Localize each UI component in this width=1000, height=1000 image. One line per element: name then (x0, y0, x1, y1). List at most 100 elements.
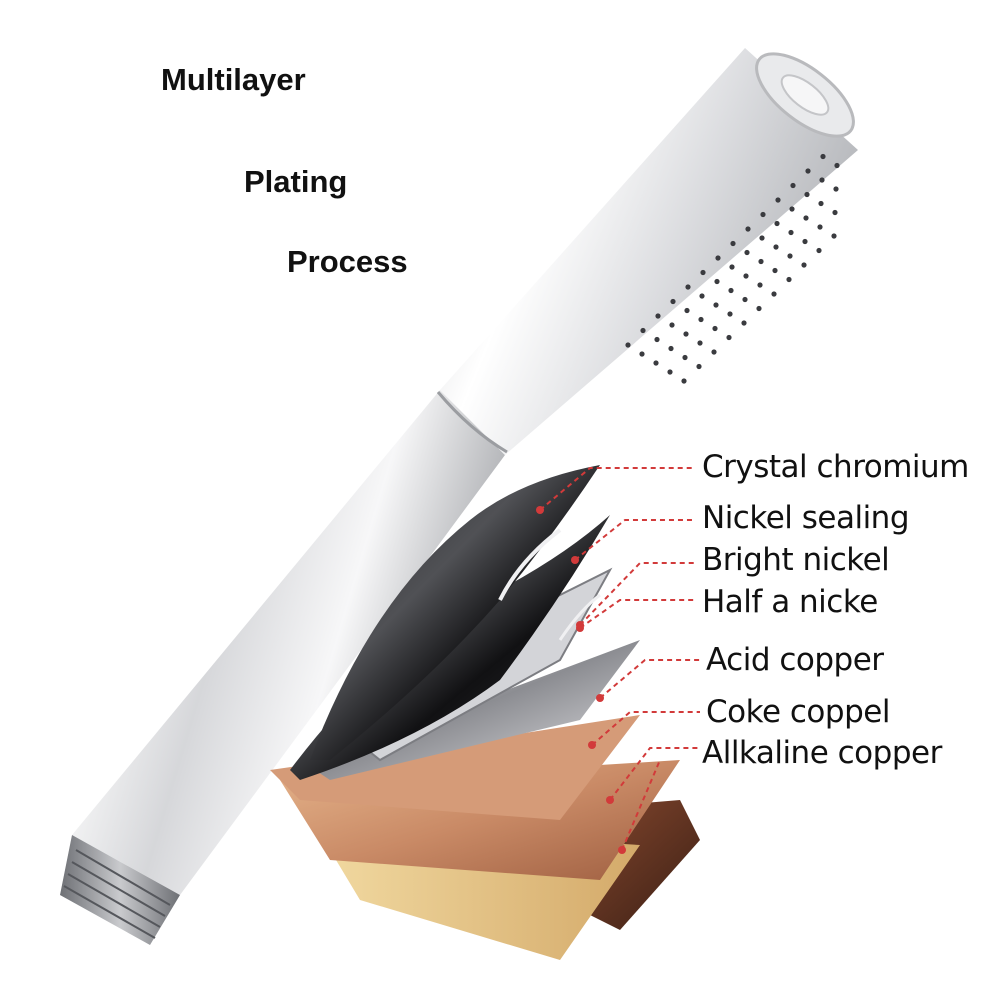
spray-hole (727, 311, 733, 317)
layer-label-bright-nickel: Bright nickel (702, 542, 890, 578)
spray-hole (713, 302, 719, 308)
title-line-1: Multilayer (161, 62, 306, 97)
spray-hole (654, 336, 660, 343)
spray-hole (833, 186, 839, 192)
leader-dot (536, 506, 544, 514)
spray-hole (802, 238, 808, 245)
handle-lower (72, 390, 505, 895)
spray-hole (683, 331, 689, 337)
layer-sheet-copper-1 (270, 715, 640, 820)
spray-hole (743, 273, 749, 279)
layer-label-acid-copper: Acid copper (706, 642, 884, 678)
handle-upper (440, 48, 858, 455)
spray-hole (698, 316, 704, 323)
spray-hole (684, 307, 690, 314)
spray-hole (682, 354, 688, 361)
leader-line (539, 467, 695, 511)
leader-lines (536, 467, 700, 854)
thread-lines (63, 849, 171, 939)
leader-dot (588, 741, 596, 749)
spray-hole (771, 291, 777, 297)
spray-hole (805, 168, 811, 174)
title-line-2: Plating (244, 164, 348, 199)
spray-hole (728, 287, 734, 294)
spray-hole (696, 363, 702, 370)
spray-hole (787, 253, 793, 259)
spray-hole (757, 282, 763, 288)
spray-hole (712, 325, 718, 332)
spray-hole (625, 342, 631, 348)
spray-hole (730, 240, 736, 247)
layer-label-half-nickel: Half a nicke (702, 584, 878, 620)
seam-ring (436, 391, 508, 454)
spray-hole (804, 191, 810, 198)
spray-hole (653, 360, 659, 366)
spray-hole (670, 298, 676, 305)
spray-hole (700, 269, 706, 276)
spray-hole (667, 369, 673, 375)
spray-hole (817, 224, 823, 230)
spray-hole (775, 197, 781, 203)
spray-hole (789, 206, 795, 212)
title-line-3: Process (287, 244, 408, 279)
spray-hole (834, 162, 840, 169)
leader-line (579, 562, 695, 626)
spray-hole (803, 215, 809, 221)
spray-hole (772, 267, 778, 274)
layer-label-crystal-chromium: Crystal chromium (702, 449, 969, 485)
leader-line (609, 747, 700, 801)
spray-hole (773, 244, 779, 250)
spray-hole (697, 340, 703, 346)
spray-hole (788, 229, 794, 236)
spray-hole (711, 349, 717, 355)
leader-line (574, 519, 695, 561)
layer-label-nickel-sealing: Nickel sealing (702, 500, 910, 536)
leader-dot (571, 556, 579, 564)
spray-hole (758, 258, 764, 265)
leader-dot (576, 624, 584, 632)
spray-hole (668, 345, 674, 352)
spray-holes (625, 153, 840, 384)
spray-hole (774, 220, 780, 227)
leader-dot (618, 846, 626, 854)
spray-hole (681, 378, 687, 384)
spray-hole (786, 276, 792, 283)
spray-hole (820, 153, 826, 160)
spray-hole (818, 200, 824, 207)
spray-hole (715, 255, 721, 261)
spray-hole (801, 262, 807, 268)
spray-hole (832, 209, 838, 216)
spray-hole (699, 293, 705, 299)
layer-label-alkaline-copper: Allkaline copper (702, 735, 942, 771)
spray-hole (760, 211, 766, 218)
spray-hole (816, 247, 822, 254)
spray-hole (745, 226, 751, 232)
layer-highlight (558, 593, 601, 641)
spray-hole (756, 305, 762, 312)
spray-hole (729, 264, 735, 270)
spray-hole (655, 313, 661, 319)
spray-hole (640, 327, 646, 334)
layer-highlight (498, 528, 562, 601)
spray-hole (790, 182, 796, 189)
spray-hole (685, 284, 691, 290)
leader-line (579, 599, 695, 629)
spray-hole (744, 249, 750, 256)
layer-sheet-crystal-chromium (310, 465, 600, 760)
leader-line (621, 759, 661, 851)
spray-hole (714, 278, 720, 285)
spray-hole (669, 322, 675, 328)
plating-layers (270, 465, 700, 960)
spray-hole (741, 320, 747, 326)
spray-hole (831, 233, 837, 239)
spray-hole (759, 235, 765, 241)
leader-dot (606, 796, 614, 804)
spray-hole (742, 296, 748, 303)
leader-line (599, 659, 700, 699)
spray-hole (726, 334, 732, 341)
leader-dot (596, 694, 604, 702)
spray-hole (639, 351, 645, 357)
spray-hole (819, 177, 825, 183)
